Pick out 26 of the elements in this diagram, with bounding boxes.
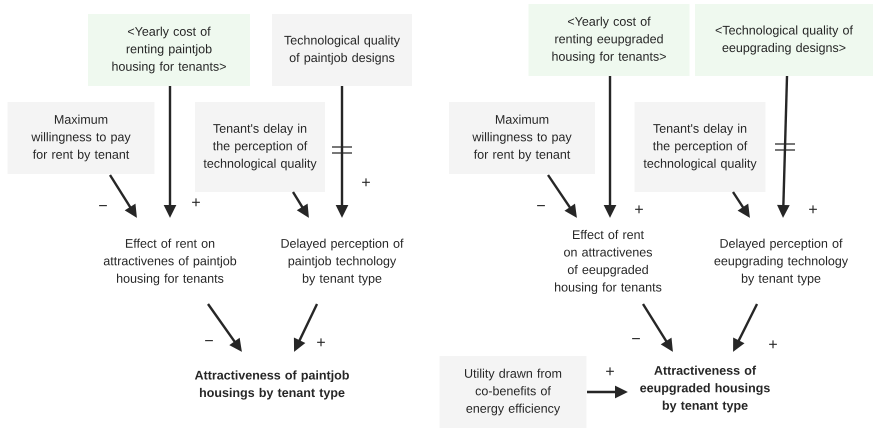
variable-text: Effect of rent on attractivenes of paintjob housing for tenants bbox=[104, 238, 236, 286]
variable-box: Maximum willingness to pay for rent by tenant bbox=[449, 102, 595, 174]
polarity-sign: + bbox=[362, 178, 370, 186]
variable-box: Maximum willingness to pay for rent by tenant bbox=[8, 102, 154, 174]
polarity-sign: + bbox=[635, 205, 643, 214]
variable-box: Tenant's delay in the perception of technological quality bbox=[634, 102, 766, 192]
polarity-sign: − bbox=[99, 205, 107, 206]
variable-text: Delayed perception of paintjob technology by tenant type bbox=[282, 238, 404, 286]
polarity-sign: + bbox=[809, 205, 817, 214]
variable-text: Delayed perception of eeupgrading technology by tenant type bbox=[714, 238, 848, 286]
variable-box: <Yearly cost of renting eeupgraded housing for tenants> bbox=[528, 4, 690, 76]
polarity-sign: − bbox=[632, 338, 640, 340]
polarity-sign: − bbox=[205, 340, 213, 342]
variable-text: Effect of rent on attractivenes of eeupgraded housing for tenants bbox=[555, 230, 662, 294]
variable-box: <Yearly cost of renting paintjob housing for tenants> bbox=[88, 14, 250, 86]
variable-text: Attractiveness of eeupgraded housings by tenant type bbox=[640, 366, 770, 412]
variable-text: Attractiveness of paintjob housings by tenant type bbox=[194, 370, 349, 400]
polarity-sign: + bbox=[769, 340, 777, 348]
variable-box: <Technological quality of eeupgrading designs> bbox=[695, 4, 874, 76]
variable-box: Tenant's delay in the perception of technological quality bbox=[195, 102, 325, 192]
polarity-sign: + bbox=[606, 367, 614, 376]
polarity-sign: − bbox=[537, 205, 545, 206]
variable-box: Technological quality of paintjob designs bbox=[272, 14, 412, 86]
polarity-sign: + bbox=[192, 198, 200, 206]
polarity-sign: + bbox=[317, 338, 325, 346]
variable-box: Utility drawn from co-benefits of energy efficiency bbox=[440, 356, 586, 428]
